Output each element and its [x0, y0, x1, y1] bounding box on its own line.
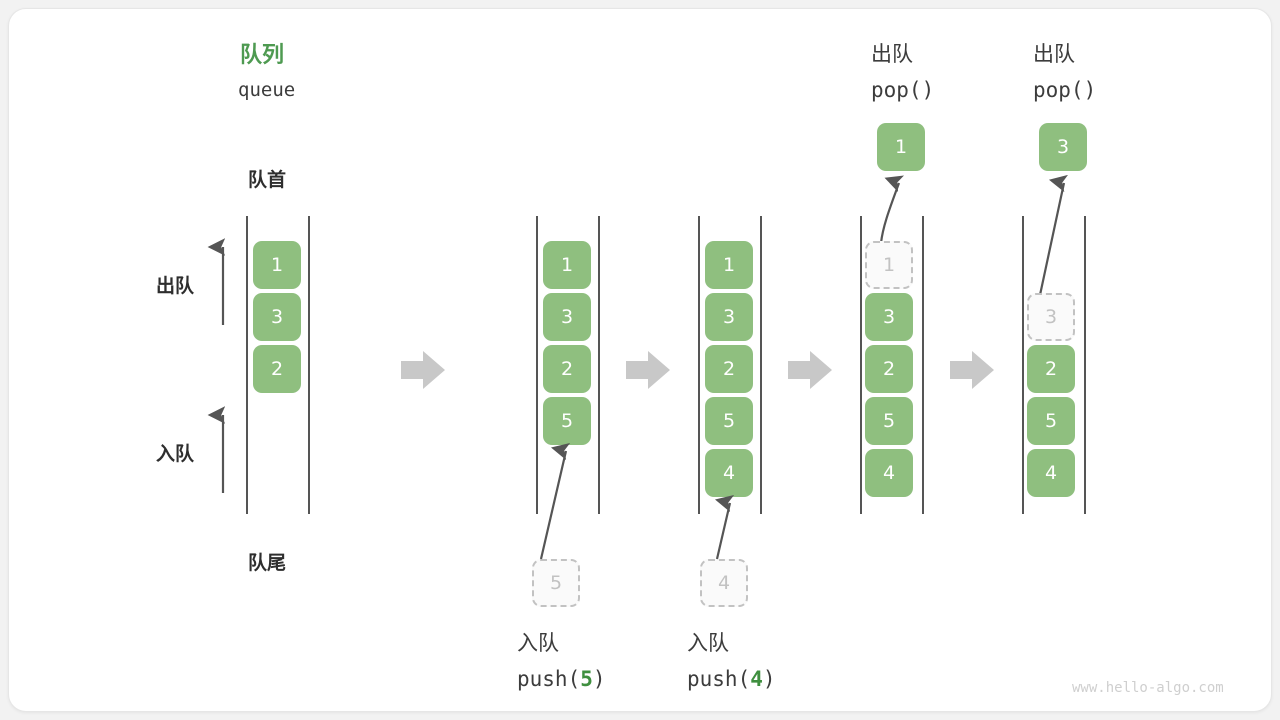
page-title-en: queue [238, 79, 296, 101]
push-caption-code: push(5) [517, 666, 606, 692]
enqueue-direction-arrow [207, 406, 226, 493]
tail-label: 队尾 [248, 552, 287, 574]
stage-connector-arrow [401, 351, 445, 389]
queue-element-new: 5 [543, 397, 591, 445]
queue-rail-right [1084, 216, 1086, 514]
pop-arrow [879, 175, 905, 244]
stage-connector-arrow [788, 351, 832, 389]
dequeue-label: 出队 [156, 275, 195, 297]
push-arrow [714, 494, 735, 560]
queue-element: 4 [1027, 449, 1075, 497]
code-suffix: ) [762, 667, 776, 691]
queue-element: 2 [865, 345, 913, 393]
queue-element: 5 [1027, 397, 1075, 445]
queue-element: 4 [865, 449, 913, 497]
code-prefix: push( [517, 667, 581, 691]
queue-element: 5 [705, 397, 753, 445]
queue-rail-right [308, 216, 310, 514]
push-caption-cn: 入队 [517, 631, 559, 655]
pop-header-cn: 出队 [1033, 42, 1075, 66]
queue-rail-left [860, 216, 862, 514]
queue-element-new: 4 [705, 449, 753, 497]
queue-element: 5 [865, 397, 913, 445]
pop-header-cn: 出队 [871, 42, 913, 66]
code-arg: 4 [750, 667, 763, 691]
push-arrow [539, 442, 571, 560]
enqueue-label: 入队 [156, 443, 195, 465]
popped-element: 3 [1039, 123, 1087, 171]
queue-element: 1 [253, 241, 301, 289]
stage-connector-arrow [950, 351, 994, 389]
pop-header-code: pop() [871, 78, 935, 102]
removed-element-ghost: 3 [1027, 293, 1075, 341]
code-prefix: push( [687, 667, 751, 691]
page-title-cn: 队列 [240, 43, 285, 68]
incoming-element-ghost: 4 [700, 559, 748, 607]
queue-element: 2 [1027, 345, 1075, 393]
watermark: www.hello-algo.com [1072, 680, 1224, 696]
stage-connector-arrow [626, 351, 670, 389]
queue-element: 3 [253, 293, 301, 341]
push-caption-cn: 入队 [687, 631, 729, 655]
diagram-card: 队列 queue 队首 队尾 出队 入队 1 3 2 [8, 8, 1272, 712]
queue-rail-right [760, 216, 762, 514]
queue-element: 1 [705, 241, 753, 289]
push-caption-code: push(4) [687, 666, 776, 692]
queue-element: 1 [543, 241, 591, 289]
code-arg: 5 [580, 667, 593, 691]
popped-element: 1 [877, 123, 925, 171]
queue-element: 3 [543, 293, 591, 341]
queue-element: 3 [705, 293, 753, 341]
queue-element: 2 [705, 345, 753, 393]
queue-element: 3 [865, 293, 913, 341]
queue-rail-right [922, 216, 924, 514]
queue-rail-left [246, 216, 248, 514]
code-suffix: ) [592, 667, 606, 691]
incoming-element-ghost: 5 [532, 559, 580, 607]
pop-header-code: pop() [1033, 78, 1097, 102]
queue-element: 2 [253, 345, 301, 393]
queue-rail-right [598, 216, 600, 514]
queue-rail-left [536, 216, 538, 514]
removed-element-ghost: 1 [865, 241, 913, 289]
queue-element: 2 [543, 345, 591, 393]
dequeue-direction-arrow [207, 238, 226, 325]
pop-arrow [1038, 174, 1068, 296]
queue-rail-left [698, 216, 700, 514]
queue-rail-left [1022, 216, 1024, 514]
head-label: 队首 [248, 169, 287, 191]
